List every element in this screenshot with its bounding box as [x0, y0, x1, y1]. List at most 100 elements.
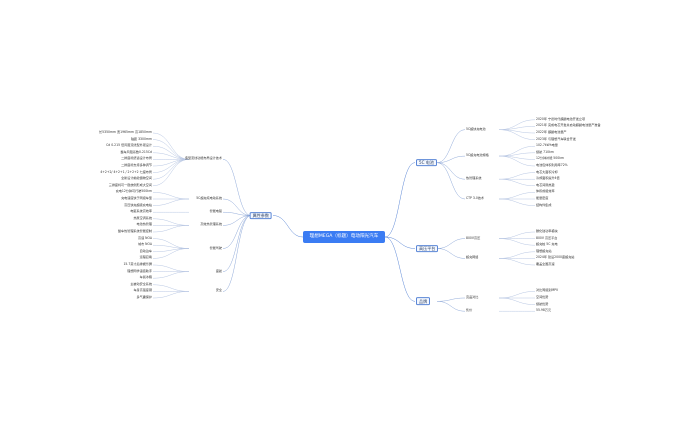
leaf-topic[interactable]: 电驱系统高效率: [130, 209, 152, 214]
leaf-topic[interactable]: 热泵空调系统: [133, 216, 152, 220]
connector-line: [436, 248, 466, 259]
connector-line: [152, 218, 190, 226]
connector-line: [384, 236, 416, 302]
connector-line: [222, 215, 252, 292]
connector-line: [498, 178, 536, 187]
leaf-topic[interactable]: 12分钟补能 500km: [536, 156, 565, 161]
leaf-topic[interactable]: Cd 0.215 低风阻流线型外观设计: [106, 143, 152, 148]
leaf-topic[interactable]: 覆盖全国高速: [536, 262, 555, 267]
connector-line: [222, 211, 252, 216]
leaf-topic[interactable]: 对比同级别MPV: [536, 288, 559, 293]
subtopic[interactable]: 座舱: [215, 268, 222, 273]
leaf-topic[interactable]: 车身高强度钢: [133, 288, 152, 293]
leaf-topic[interactable]: 车载冰箱: [139, 275, 152, 280]
leaf-topic[interactable]: 55.98万元: [536, 308, 552, 313]
subtopic[interactable]: 热管理系统: [466, 176, 482, 181]
leaf-topic[interactable]: 电池包体积利用率72%: [536, 163, 568, 168]
leaf-topic[interactable]: 理想同学语音助手: [127, 268, 152, 273]
leaf-topic[interactable]: 自动泊车: [139, 249, 152, 253]
leaf-topic[interactable]: 远程召唤: [139, 255, 152, 260]
leaf-topic[interactable]: 城市 NOA: [138, 242, 152, 247]
leaf-topic[interactable]: 主被动安全系统: [130, 282, 152, 286]
leaf-topic[interactable]: 轴距 3300mm: [130, 136, 152, 141]
leaf-topic[interactable]: 二排座椅支持多种调节: [121, 163, 152, 168]
connector-line: [436, 297, 466, 302]
leaf-topic[interactable]: 结构件集成: [536, 202, 552, 207]
connector-line: [152, 271, 190, 279]
connector-line: [498, 258, 536, 266]
leaf-topic[interactable]: 2023年 与理想汽车联合开发: [536, 136, 576, 141]
leaf-topic[interactable]: 高速 NOA: [138, 235, 152, 240]
connector-line: [222, 159, 252, 216]
leaf-topic[interactable]: 充电12分钟可行驶500km: [115, 189, 152, 194]
connector-line: [498, 297, 536, 305]
subtopic[interactable]: 超充网络: [466, 255, 479, 260]
leaf-topic[interactable]: 三排座椅可一键放倒形成大空间: [108, 183, 152, 187]
leaf-topic[interactable]: 碳化硅功率模块: [536, 229, 558, 234]
connector-line: [384, 236, 416, 249]
connector-line: [152, 198, 190, 206]
connector-line: [152, 132, 190, 160]
connector-line: [222, 215, 252, 226]
subtopic[interactable]: 高效热管理系统: [200, 222, 222, 227]
leaf-topic[interactable]: 续航优势: [536, 301, 549, 306]
connector-line: [498, 129, 536, 140]
subtopic[interactable]: CTP 3.0技术: [466, 196, 485, 201]
leaf-topic[interactable]: 长5350mm 宽1965mm 高1850mm: [99, 130, 152, 135]
subtopic[interactable]: 5C超充电池规格: [466, 153, 489, 158]
subtopic[interactable]: 安全: [215, 288, 222, 293]
connector-line: [272, 215, 304, 238]
connector-line: [152, 139, 190, 160]
connector-line: [152, 284, 190, 292]
connector-line: [222, 215, 252, 272]
subtopic[interactable]: 竞品对比: [466, 295, 479, 300]
leaf-topic[interactable]: 续航 710km: [536, 150, 554, 154]
leaf-topic[interactable]: 全新设计前舱储物空间: [121, 176, 152, 181]
leaf-topic[interactable]: 超充桩 5C 充电: [536, 242, 558, 247]
branch-topic[interactable]: 5C 电池: [416, 158, 437, 167]
leaf-topic[interactable]: 15.7英寸后排娱乐屏: [123, 262, 152, 267]
leaf-topic[interactable]: 能量密度: [536, 196, 549, 201]
leaf-topic[interactable]: 4+2+2/ 4+2+1 / 2+2+2 七座布局: [100, 169, 152, 174]
connector-line: [152, 159, 190, 180]
branch-topic[interactable]: 品牌: [416, 297, 431, 306]
leaf-topic[interactable]: 整车热管理系统智能控制: [117, 229, 152, 234]
leaf-topic[interactable]: 多气囊保护: [136, 295, 152, 300]
leaf-topic[interactable]: 102.7kWh电量: [536, 143, 558, 148]
connector-line: [436, 301, 466, 312]
leaf-topic[interactable]: 理想超充站: [536, 249, 552, 253]
subtopic[interactable]: 智能驾驶: [209, 245, 222, 250]
leaf-topic[interactable]: 电芯间隔热垫: [536, 183, 555, 187]
subtopic[interactable]: 造型流线功能布局设计技术: [184, 156, 222, 161]
branch-topic[interactable]: 高压平台: [416, 244, 439, 253]
subtopic[interactable]: 5C超快充电池: [466, 126, 486, 131]
connector-line: [436, 155, 466, 163]
subtopic[interactable]: 智能电驱: [209, 209, 222, 214]
leaf-topic[interactable]: 2021年 完成电芯开发并启动麒麟电池量产准备: [536, 123, 601, 128]
connector-line: [152, 192, 190, 200]
leaf-topic[interactable]: 800V 高压平台: [536, 235, 558, 240]
leaf-topic[interactable]: 高压快充超级充电站: [124, 202, 152, 207]
leaf-topic[interactable]: 空间优势: [536, 295, 549, 300]
connector-line: [498, 172, 536, 180]
leaf-topic[interactable]: 2020年 宁德时代麒麟电池开发立项: [536, 117, 586, 121]
leaf-topic[interactable]: 电芯大面积冷却: [536, 169, 558, 174]
leaf-topic[interactable]: 充电速度快于同级车型: [121, 196, 152, 201]
leaf-topic[interactable]: 二排座椅舒适设计布局: [121, 156, 152, 161]
leaf-topic[interactable]: 电池热管理: [136, 222, 152, 227]
leaf-topic[interactable]: 2024年 建设2000座超充站: [536, 255, 575, 260]
connector-line: [152, 291, 190, 299]
root-topic[interactable]: 理想MEGA（标题）电动阳光汽车: [303, 231, 385, 243]
leaf-topic[interactable]: 冷却面积提升4倍: [536, 176, 560, 181]
subtopic[interactable]: 5C超充纯电动系统: [196, 196, 222, 201]
subtopic[interactable]: 800V高压: [466, 235, 481, 240]
leaf-topic[interactable]: 整车风阻系数0.215Cd: [120, 150, 152, 154]
connector-line: [498, 192, 536, 200]
leaf-topic[interactable]: 体积成组效率: [536, 189, 555, 194]
subtopic[interactable]: 售价: [466, 308, 473, 313]
connector-line: [152, 225, 190, 233]
branch-topic[interactable]: 属性参数: [249, 211, 272, 220]
leaf-topic[interactable]: 2022年 麒麟电池量产: [536, 130, 567, 135]
